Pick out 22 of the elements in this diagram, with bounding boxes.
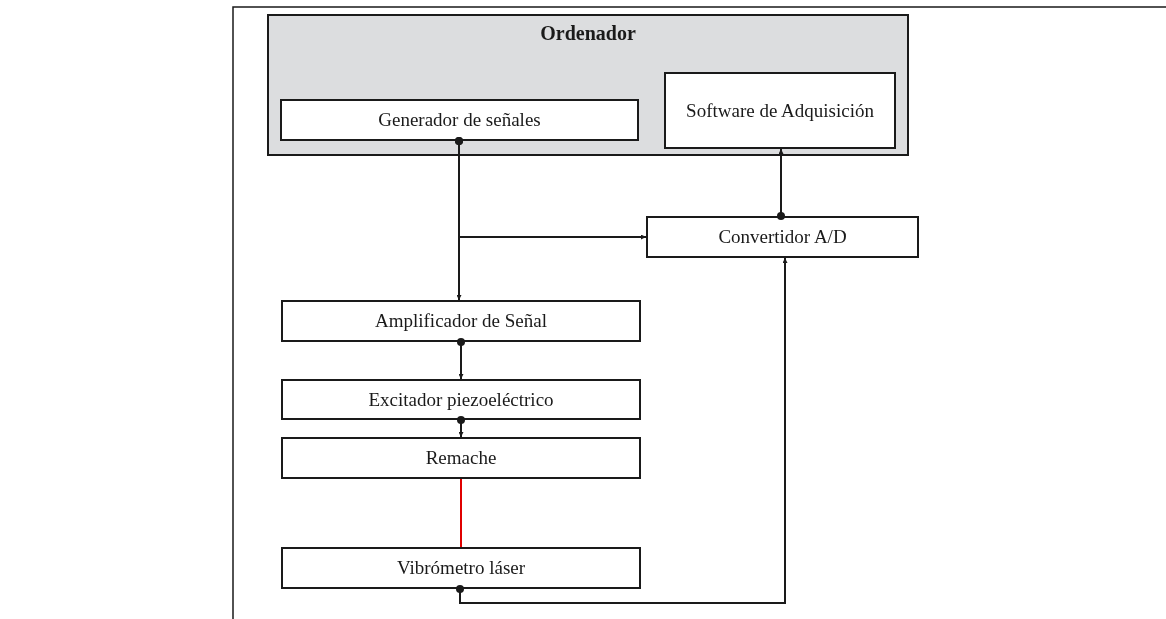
process-box (646, 216, 919, 258)
box-label: Software de Adquisición (686, 98, 874, 123)
group-box (267, 14, 909, 156)
box-label: Amplificador de Señal (375, 309, 547, 334)
box-label: Excitador piezoeléctrico (368, 387, 554, 412)
arrow (455, 137, 647, 240)
box-label: Remache (425, 446, 497, 471)
process-box (281, 547, 641, 589)
box-label: Vibrómetro láser (396, 556, 526, 581)
arrow (457, 416, 465, 438)
arrow (456, 257, 788, 604)
group-title: Ordenador (540, 21, 636, 46)
connector-line (460, 478, 462, 548)
arrow (457, 338, 465, 380)
box-label: Convertidor A/D (718, 225, 847, 250)
process-box (280, 99, 639, 141)
box-label: Generador de señales (378, 108, 541, 133)
process-box (281, 300, 641, 342)
process-box (664, 72, 896, 149)
arrow (777, 148, 785, 220)
process-box (281, 437, 641, 479)
process-box (281, 379, 641, 420)
